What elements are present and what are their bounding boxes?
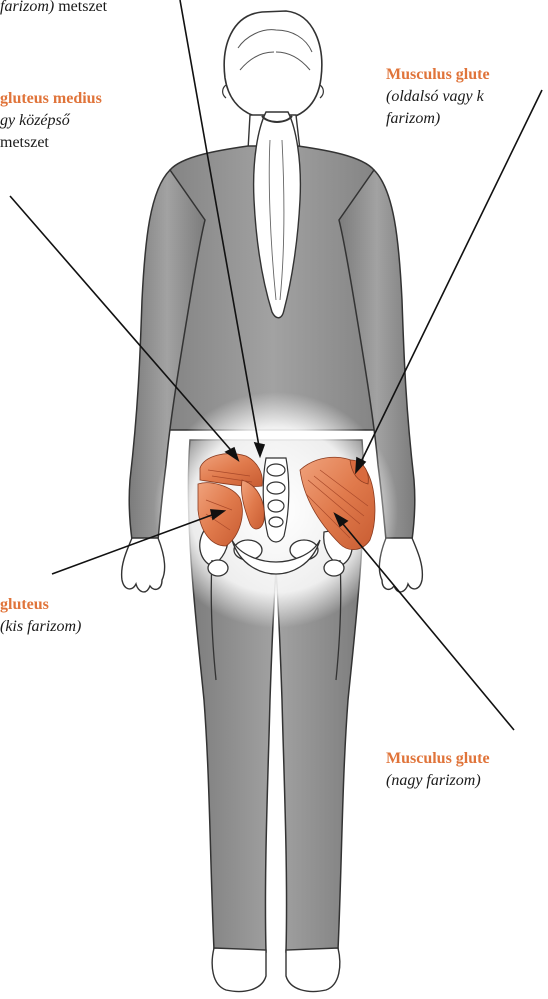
label-gluteus-minimus-line2: (kis farizom) <box>0 616 81 638</box>
label-gluteus-medius-line3: metszet <box>0 132 102 154</box>
label-top-plain: metszet <box>54 0 107 15</box>
label-musculus-lateral-line2: (oldalsó vagy k <box>386 86 490 108</box>
right-foot <box>286 948 340 991</box>
label-top-italic: farizom) <box>0 0 54 15</box>
label-gluteus-minimus: gluteus (kis farizom) <box>0 594 81 638</box>
left-foot <box>212 948 266 991</box>
label-musculus-maximus-name: Musculus glute <box>386 748 490 770</box>
label-gluteus-minimus-name: gluteus <box>0 594 81 616</box>
sacrum <box>263 458 289 542</box>
label-gluteus-medius-line2: gy középső <box>0 110 102 132</box>
label-musculus-lateral-line3: farizom) <box>386 108 490 130</box>
label-musculus-maximus: Musculus glute (nagy farizom) <box>386 748 490 792</box>
label-musculus-lateral: Musculus glute (oldalsó vagy k farizom) <box>386 64 490 130</box>
label-gluteus-medius-name: gluteus medius <box>0 88 102 110</box>
head <box>223 11 324 120</box>
label-musculus-lateral-name: Musculus glute <box>386 64 490 86</box>
label-musculus-maximus-line2: (nagy farizom) <box>386 770 490 792</box>
label-gluteus-medius: gluteus medius gy középső metszet <box>0 88 102 154</box>
label-top-partial: farizom) metszet <box>0 0 107 18</box>
